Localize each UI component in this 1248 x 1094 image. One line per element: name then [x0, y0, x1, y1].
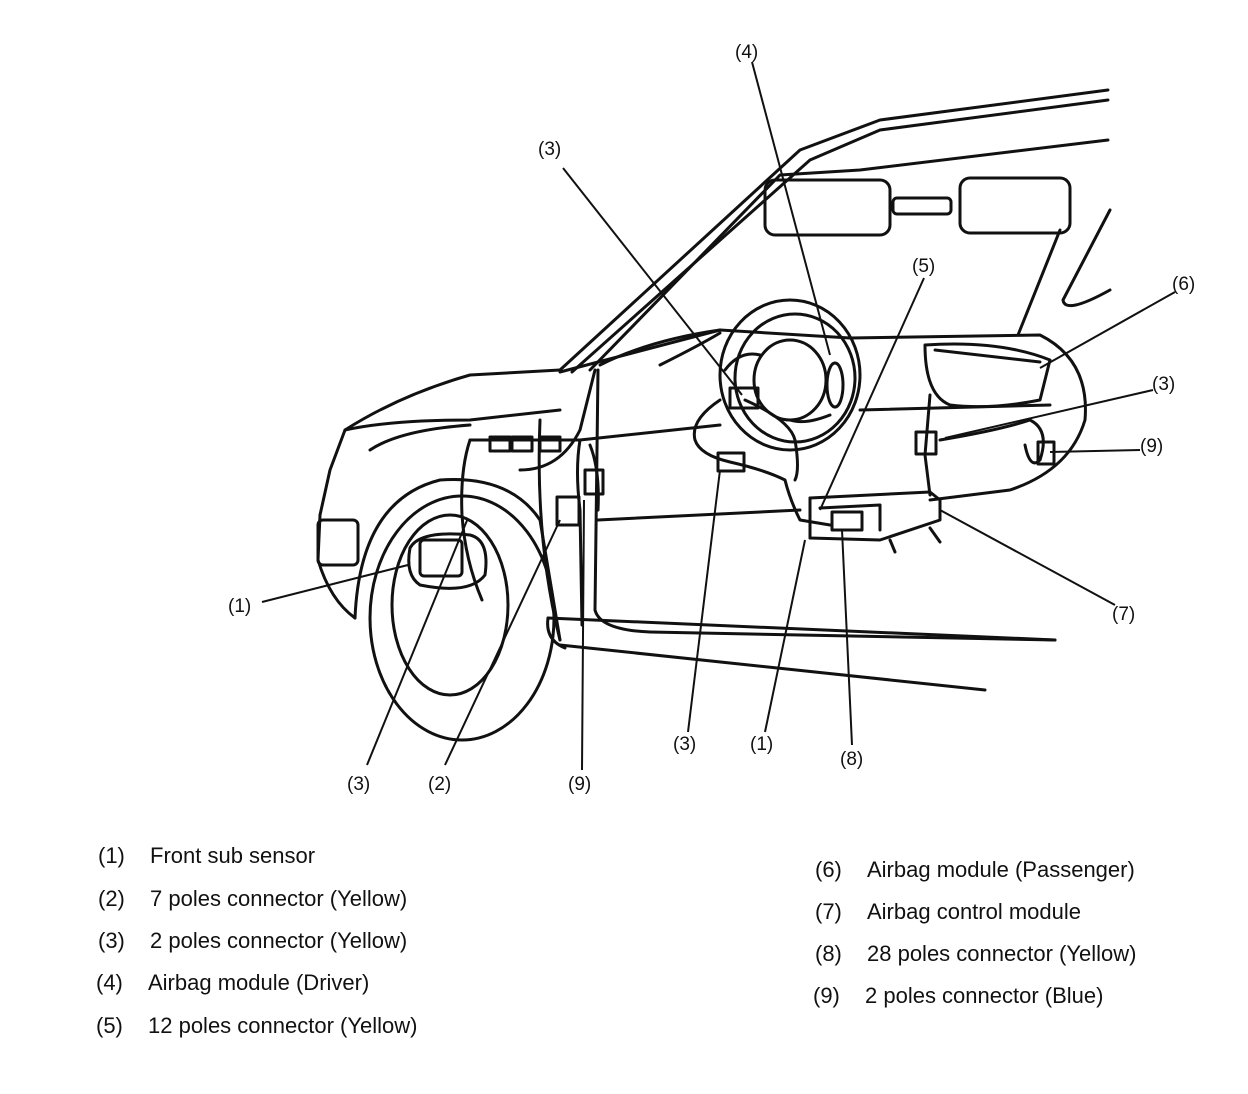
- callout-6: (6): [1172, 274, 1195, 295]
- callout-5: (5): [912, 256, 935, 277]
- legend-label: Front sub sensor: [150, 843, 316, 868]
- legend-item: (9) 2 poles connector (Blue): [813, 983, 1103, 1009]
- legend-label: Airbag module (Passenger): [867, 857, 1135, 882]
- vehicle-outline: [316, 88, 1112, 742]
- legend-label: 12 poles connector (Yellow): [148, 1013, 418, 1038]
- airbag-system-diagram: (1) (3) (2) (3) (4) (5) (6) (3) (9) (7) …: [228, 42, 1195, 795]
- callout-9-right: (9): [1140, 436, 1163, 457]
- legend-item: (5) 12 poles connector (Yellow): [96, 1013, 417, 1039]
- legend-number: (8): [815, 941, 842, 966]
- callout-4: (4): [735, 42, 758, 63]
- callout-3-top: (3): [538, 139, 561, 160]
- legend-label: 2 poles connector (Yellow): [150, 928, 408, 953]
- leader-lines: [261, 61, 1176, 771]
- legend-item: (6) Airbag module (Passenger): [815, 857, 1135, 883]
- legend-number: (7): [815, 899, 842, 924]
- legend-label: Airbag control module: [867, 899, 1082, 924]
- legend-number: (1): [98, 843, 125, 868]
- legend-number: (5): [96, 1013, 123, 1038]
- legend-item: (8) 28 poles connector (Yellow): [815, 941, 1136, 967]
- callout-1-left: (1): [228, 596, 251, 617]
- legend-number: (2): [98, 886, 125, 911]
- callout-8: (8): [840, 749, 863, 770]
- callout-3-right: (3): [1152, 374, 1175, 395]
- legend-label: 2 poles connector (Blue): [865, 983, 1104, 1008]
- legend-item: (3) 2 poles connector (Yellow): [98, 928, 407, 954]
- callout-3-wheel: (3): [347, 774, 370, 795]
- legend-item: (4) Airbag module (Driver): [96, 970, 369, 996]
- legend-item: (7) Airbag control module: [815, 899, 1081, 925]
- legend-label: 28 poles connector (Yellow): [867, 941, 1137, 966]
- legend-item: (1) Front sub sensor: [98, 843, 315, 869]
- callout-labels: (1) (3) (2) (3) (4) (5) (6) (3) (9) (7) …: [228, 42, 1195, 795]
- legend-number: (9): [813, 983, 840, 1008]
- callout-2: (2): [428, 774, 451, 795]
- legend-label: 7 poles connector (Yellow): [150, 886, 408, 911]
- callout-3-center: (3): [673, 734, 696, 755]
- legend-label: Airbag module (Driver): [148, 970, 370, 995]
- legend-number: (4): [96, 970, 123, 995]
- callout-1-bottom: (1): [750, 734, 773, 755]
- callout-9-bottom: (9): [568, 774, 591, 795]
- legend-number: (6): [815, 857, 842, 882]
- legend-item: (2) 7 poles connector (Yellow): [98, 886, 407, 912]
- callout-7: (7): [1112, 604, 1135, 625]
- legend-number: (3): [98, 928, 125, 953]
